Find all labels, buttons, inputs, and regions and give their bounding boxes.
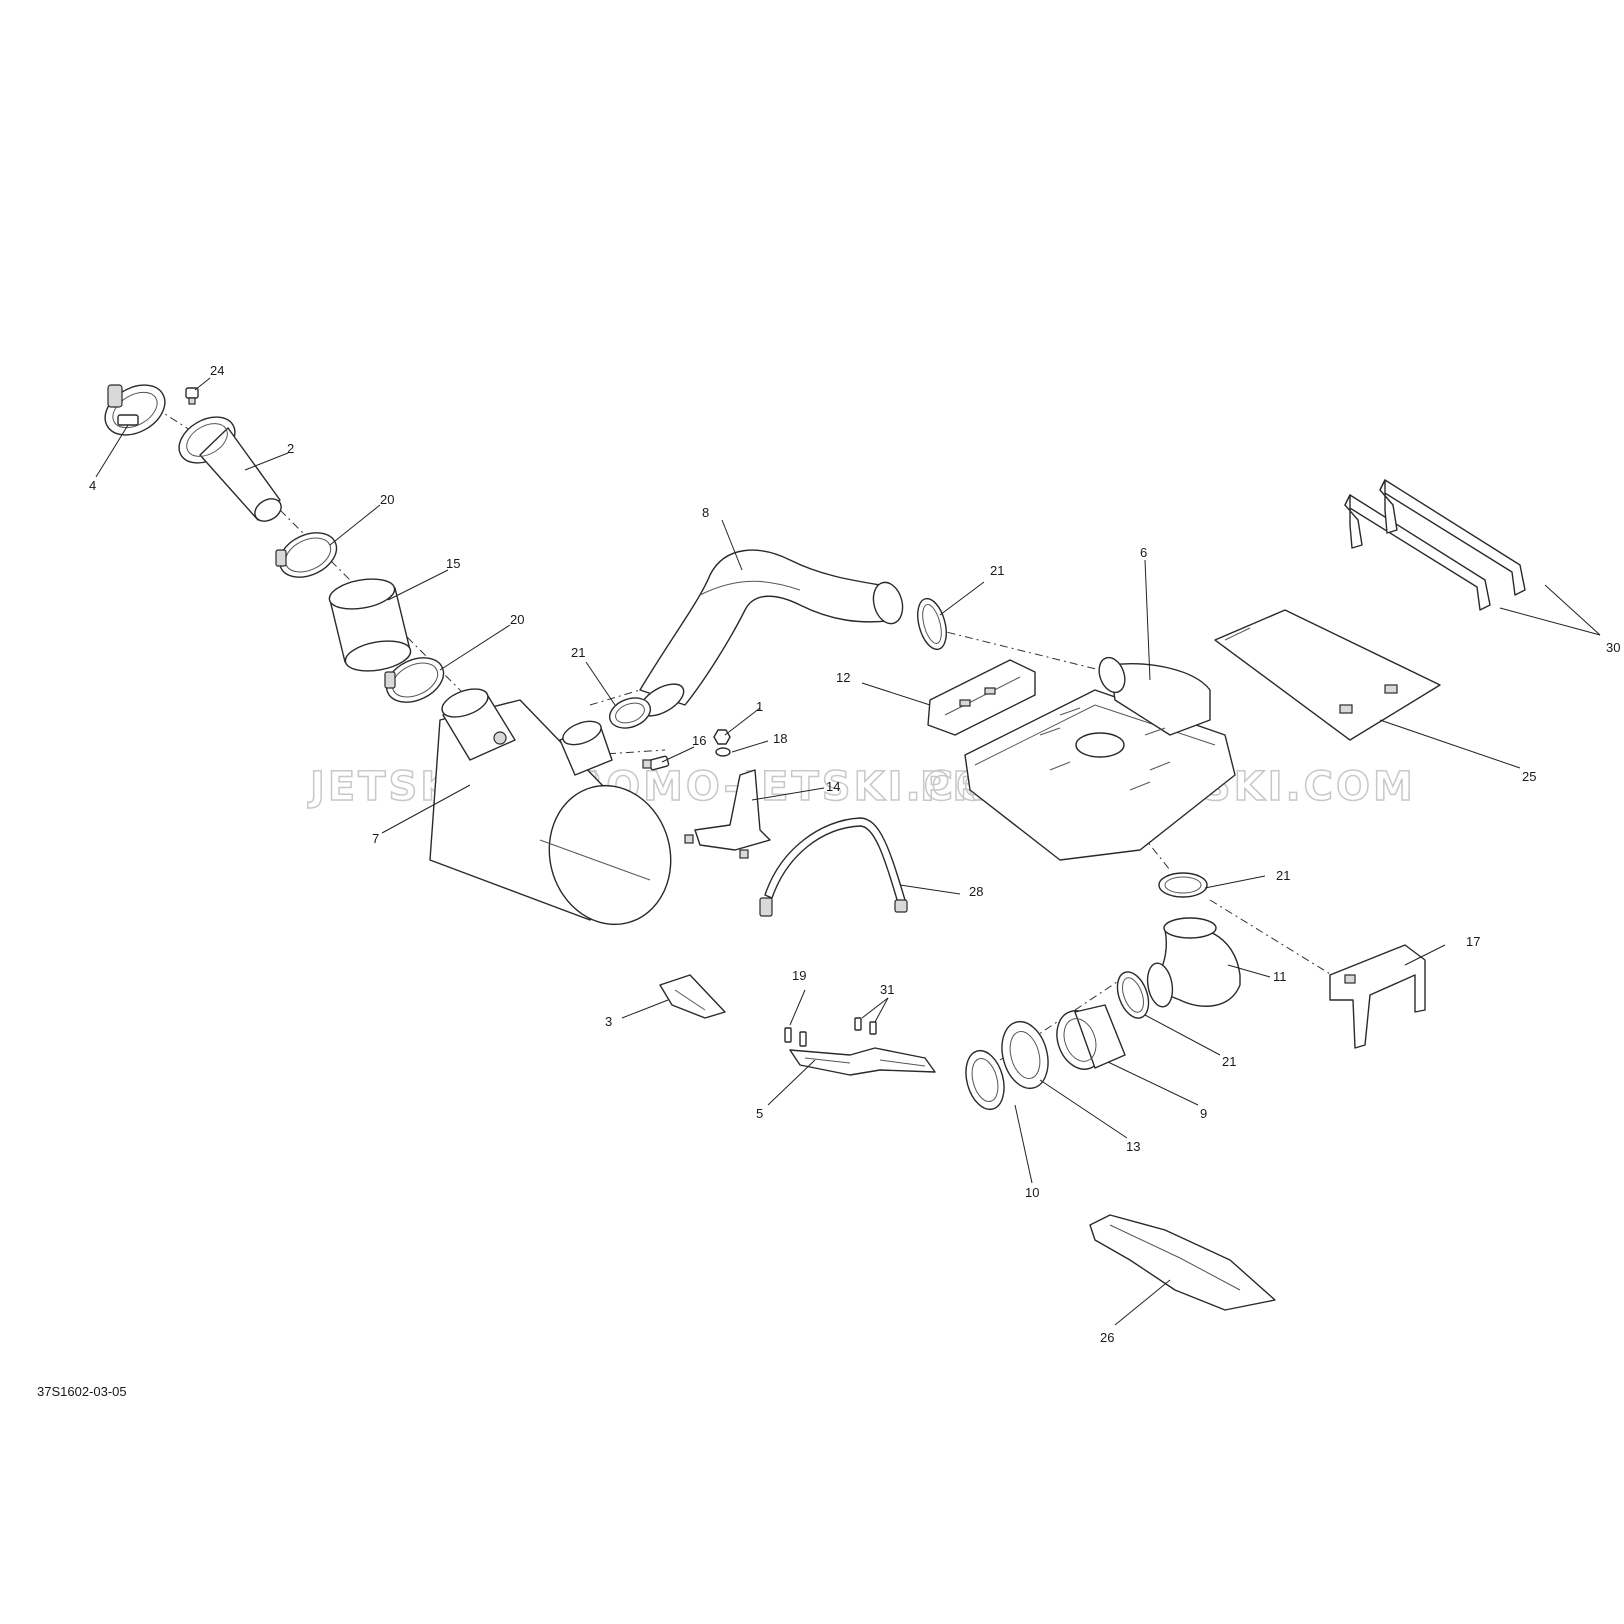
- clamp-part-21-d: [1116, 971, 1150, 1019]
- callout-30: 30: [1606, 640, 1620, 655]
- callout-21-c: 21: [1276, 868, 1290, 883]
- clamp-part-21-c: [1158, 872, 1208, 898]
- callout-15: 15: [446, 556, 460, 571]
- heat-shield-part-25: [1214, 609, 1441, 741]
- plate-part-5: [789, 1047, 936, 1076]
- callout-10: 10: [1025, 1185, 1039, 1200]
- callout-31: 31: [880, 982, 894, 997]
- callout-21-d: 21: [1222, 1054, 1236, 1069]
- strap-part-30: [1344, 479, 1526, 611]
- callout-17: 17: [1466, 934, 1480, 949]
- callout-20-lower: 20: [510, 612, 524, 627]
- sensor-part-16: [642, 755, 670, 771]
- callout-12: 12: [836, 670, 850, 685]
- callout-21-a: 21: [571, 645, 585, 660]
- elbow-part-11: [1146, 917, 1241, 1008]
- callout-11: 11: [1273, 969, 1287, 984]
- callout-labels: 1 2 3 4 5 6 7 8 9 10 11 12 13 14 15 16 1…: [89, 363, 1620, 1345]
- nut-part-1: [713, 729, 731, 745]
- callout-19: 19: [792, 968, 806, 983]
- callout-4: 4: [89, 478, 96, 493]
- screws-part-31: [854, 1017, 877, 1035]
- clamp-part-21-b: [917, 597, 947, 651]
- gasket-part-13: [1001, 1020, 1049, 1090]
- callout-13: 13: [1126, 1139, 1140, 1154]
- sleeve-part-15: [328, 578, 412, 672]
- strap-part-28: [759, 817, 908, 917]
- inlet-pipe-part-2: [178, 416, 282, 522]
- callout-5: 5: [756, 1106, 763, 1121]
- callout-14: 14: [826, 779, 840, 794]
- callout-20-upper: 20: [380, 492, 394, 507]
- callout-16: 16: [692, 733, 706, 748]
- clamp-part-20-upper: [275, 532, 338, 578]
- clamp-part-20-lower: [384, 657, 445, 703]
- bracket-part-3: [659, 974, 726, 1019]
- callout-25: 25: [1522, 769, 1536, 784]
- leader-lines: [95, 377, 1601, 1326]
- diagram-reference-code: 37S1602-03-05: [37, 1384, 127, 1399]
- callout-3: 3: [605, 1014, 612, 1029]
- callout-28: 28: [969, 884, 983, 899]
- callout-8: 8: [702, 505, 709, 520]
- curved-pipe-part-8: [639, 549, 904, 717]
- callout-2: 2: [287, 441, 294, 456]
- callout-18: 18: [773, 731, 787, 746]
- silencer-vents: [1039, 707, 1171, 791]
- fitting-part-9: [1056, 1004, 1126, 1070]
- callout-24: 24: [210, 363, 224, 378]
- callout-9: 9: [1200, 1106, 1207, 1121]
- callout-21-b: 21: [990, 563, 1004, 578]
- screws-part-19: [784, 1027, 807, 1047]
- bracket-part-17: [1329, 944, 1426, 1049]
- bolt-part-24: [185, 387, 199, 405]
- bracket-part-14: [684, 769, 771, 859]
- clamp-part-21-a: [608, 697, 652, 729]
- callout-26: 26: [1100, 1330, 1114, 1345]
- v-band-clamp-part-4: [104, 384, 166, 436]
- muffler-part-7: [429, 688, 672, 926]
- silencer-part-6: [964, 656, 1236, 861]
- shield-part-26: [1089, 1214, 1276, 1311]
- ring-part-10: [965, 1049, 1005, 1111]
- callout-7: 7: [372, 831, 379, 846]
- washer-part-18: [715, 747, 731, 757]
- callout-1: 1: [756, 699, 763, 714]
- bracket-part-12: [927, 659, 1036, 736]
- callout-6: 6: [1140, 545, 1147, 560]
